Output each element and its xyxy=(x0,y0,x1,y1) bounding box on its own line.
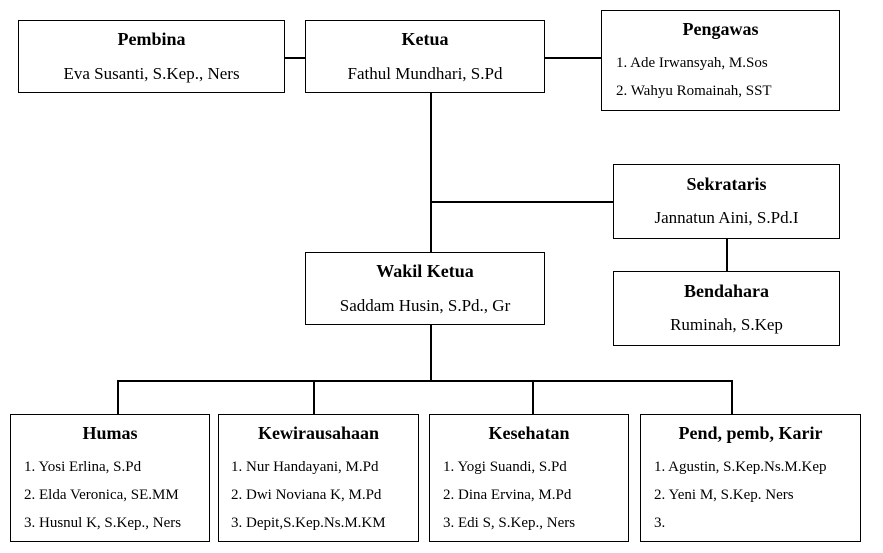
division-member: 2. Dina Ervina, M.Pd xyxy=(443,487,572,503)
wakil-name: Saddam Husin, S.Pd., Gr xyxy=(339,296,511,315)
division-kewirausahaan-box: Kewirausahaan 1. Nur Handayani, M.Pd 2. … xyxy=(218,414,419,542)
connector-pembina-ketua xyxy=(285,57,305,59)
ketua-name: Fathul Mundhari, S.Pd xyxy=(347,64,503,83)
connector-kewirausahaan xyxy=(313,380,315,414)
pembina-title: Pembina xyxy=(117,29,186,49)
division-list: 1. Yogi Suandi, S.Pd 2. Dina Ervina, M.P… xyxy=(443,453,628,537)
pengawas-list: 1. Ade Irwansyah, M.Sos 2. Wahyu Romaina… xyxy=(616,49,839,105)
connector-sekretaris-bendahara xyxy=(726,239,728,271)
connector-wakil-divisions xyxy=(430,325,432,380)
bendahara-name: Ruminah, S.Kep xyxy=(670,315,783,334)
pengawas-title: Pengawas xyxy=(682,19,759,39)
connector-karir xyxy=(731,380,733,414)
division-title: Kewirausahaan xyxy=(257,423,380,443)
sekretaris-name: Jannatun Aini, S.Pd.I xyxy=(654,208,799,227)
ketua-box: Ketua Fathul Mundhari, S.Pd xyxy=(305,20,545,93)
division-list: 1. Agustin, S.Kep.Ns.M.Kep 2. Yeni M, S.… xyxy=(654,453,860,537)
division-kesehatan-box: Kesehatan 1. Yogi Suandi, S.Pd 2. Dina E… xyxy=(429,414,629,542)
connector-divisions-bar xyxy=(117,380,732,382)
connector-sekretaris xyxy=(430,201,613,203)
bendahara-box: Bendahara Ruminah, S.Kep xyxy=(613,271,840,346)
division-member: 3. xyxy=(654,515,666,531)
division-member: 1. Nur Handayani, M.Pd xyxy=(231,459,379,475)
pengawas-box: Pengawas 1. Ade Irwansyah, M.Sos 2. Wahy… xyxy=(601,10,840,111)
division-member: 1. Yogi Suandi, S.Pd xyxy=(443,459,567,475)
pengawas-member: 1. Ade Irwansyah, M.Sos xyxy=(616,55,768,71)
pembina-name: Eva Susanti, S.Kep., Ners xyxy=(63,64,240,83)
division-member: 1. Agustin, S.Kep.Ns.M.Kep xyxy=(654,459,827,475)
division-member: 3. Edi S, S.Kep., Ners xyxy=(443,515,576,531)
division-member: 2. Elda Veronica, SE.MM xyxy=(24,487,179,503)
wakil-title: Wakil Ketua xyxy=(376,261,474,281)
division-member: 3. Depit,S.Kep.Ns.M.KM xyxy=(231,515,386,531)
division-title: Kesehatan xyxy=(488,423,570,443)
division-list: 1. Yosi Erlina, S.Pd 2. Elda Veronica, S… xyxy=(24,453,209,537)
bendahara-title: Bendahara xyxy=(683,281,770,301)
connector-ketua-pengawas xyxy=(545,57,601,59)
ketua-title: Ketua xyxy=(401,29,449,49)
division-member: 2. Dwi Noviana K, M.Pd xyxy=(231,487,382,503)
division-karir-box: Pend, pemb, Karir 1. Agustin, S.Kep.Ns.M… xyxy=(640,414,861,542)
connector-ketua-wakil xyxy=(430,92,432,252)
sekretaris-box: Sekrataris Jannatun Aini, S.Pd.I xyxy=(613,164,840,239)
sekretaris-title: Sekrataris xyxy=(686,174,767,194)
pengawas-member: 2. Wahyu Romainah, SST xyxy=(616,83,772,99)
connector-kesehatan xyxy=(532,380,534,414)
division-title: Pend, pemb, Karir xyxy=(678,423,823,443)
division-member: 3. Husnul K, S.Kep., Ners xyxy=(24,515,182,531)
pembina-box: Pembina Eva Susanti, S.Kep., Ners xyxy=(18,20,285,93)
division-member: 2. Yeni M, S.Kep. Ners xyxy=(654,487,794,503)
division-title: Humas xyxy=(82,423,138,443)
connector-humas xyxy=(117,380,119,414)
wakil-box: Wakil Ketua Saddam Husin, S.Pd., Gr xyxy=(305,252,545,325)
division-list: 1. Nur Handayani, M.Pd 2. Dwi Noviana K,… xyxy=(231,453,418,537)
division-humas-box: Humas 1. Yosi Erlina, S.Pd 2. Elda Veron… xyxy=(10,414,210,542)
division-member: 1. Yosi Erlina, S.Pd xyxy=(24,459,142,475)
